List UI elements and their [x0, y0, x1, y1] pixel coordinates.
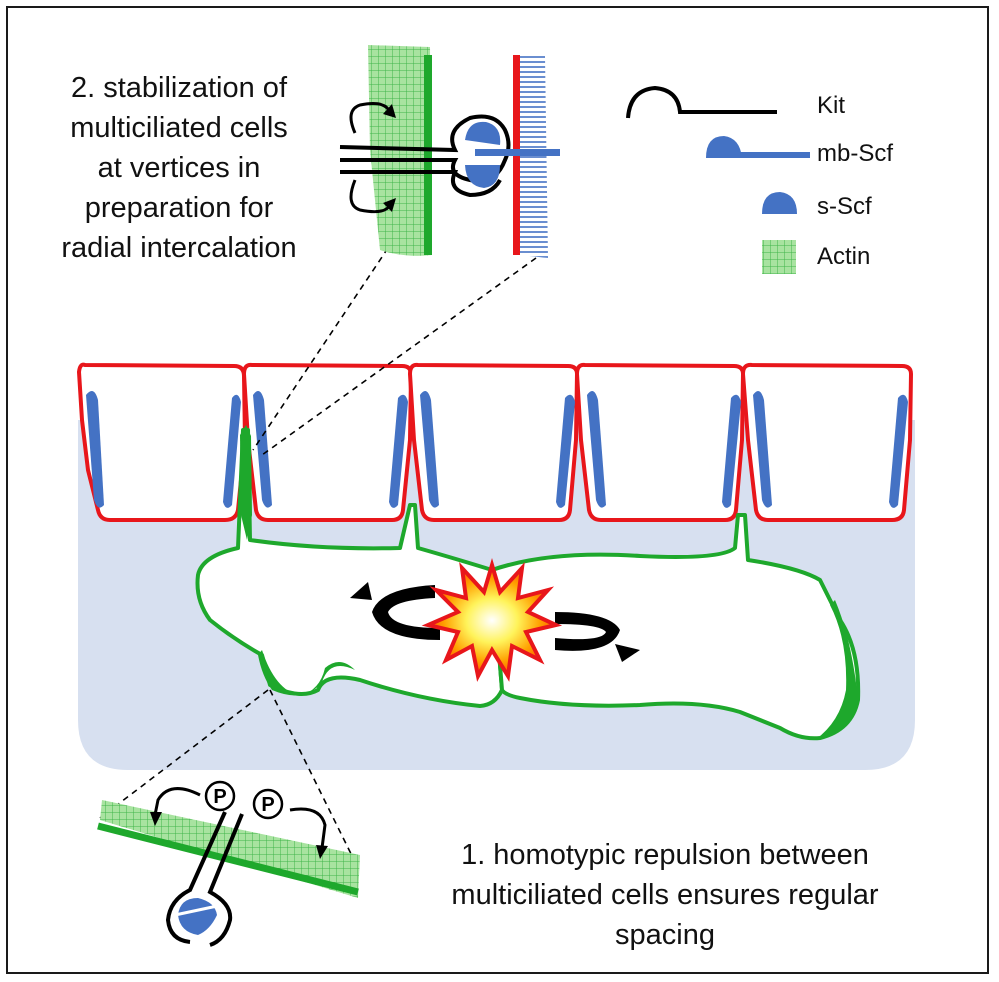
- top-inset: [339, 45, 560, 258]
- epithelial-cell-layer: [77, 362, 913, 522]
- mb-scf-streak: [389, 394, 408, 508]
- legend-glyphs: [626, 85, 810, 274]
- actin-thick-edge: [815, 600, 858, 740]
- curved-arrow-right-icon: [289, 807, 327, 849]
- kit-receptor-top-lower: [340, 170, 502, 198]
- mb-scf-top: [475, 149, 560, 156]
- mb-scf-streak: [889, 394, 908, 508]
- phospho-circle-2: [252, 788, 284, 820]
- actin-thick-edge: [240, 425, 252, 540]
- arrowhead: [150, 812, 162, 826]
- caption-step2-line: multiciliated cells: [70, 112, 288, 144]
- caption-step2: 2. stabilization of multiciliated cells …: [18, 68, 340, 268]
- epithelial-cell: [741, 362, 913, 522]
- repulsion-burst-icon: [421, 557, 563, 682]
- zoom-lines: [99, 247, 537, 869]
- s-scf-top: [465, 121, 501, 145]
- mb-scf-streak: [722, 394, 741, 508]
- mb-scf-streak: [253, 391, 272, 508]
- mb-scf-streak: [556, 394, 575, 508]
- kit-legend-icon: [626, 85, 777, 119]
- mb-scf-streak: [420, 391, 439, 508]
- curved-arrow-up-icon: [349, 102, 392, 134]
- actin-bar-edge: [97, 822, 359, 896]
- arrowhead: [383, 104, 396, 118]
- caption-step2-line: 2. stabilization of: [70, 72, 287, 104]
- arrowhead: [316, 845, 328, 859]
- s-scf-top-lower: [465, 165, 500, 188]
- actin-thickening: [240, 425, 858, 740]
- curved-arrow-left-icon: [153, 787, 201, 816]
- legend-label-kit: Kit: [817, 92, 846, 119]
- arrow-curved-left-icon: [350, 582, 440, 640]
- curved-arrow-down-icon: [349, 179, 392, 214]
- s-scf-legend-icon: [762, 192, 797, 214]
- kit-receptor-bottom-2: [207, 813, 244, 947]
- figure-frame: [6, 6, 989, 974]
- caption-step1-line: multiciliated cells ensures regular: [451, 879, 879, 911]
- caption-step1-line: spacing: [615, 919, 715, 951]
- caption-step2-line: preparation for: [84, 192, 274, 224]
- phospho-label-2: P: [261, 794, 274, 816]
- bottom-inset: P P: [97, 780, 360, 947]
- mb-scf-streaks: [86, 391, 908, 508]
- mb-scf-legend-icon: [706, 136, 742, 158]
- arrowhead: [383, 198, 396, 212]
- mb-scf-streak: [587, 391, 606, 508]
- epithelial-cell: [77, 362, 247, 522]
- legend-label-s-scf: s-Scf: [817, 193, 872, 220]
- actin-legend-icon: [762, 240, 796, 274]
- phospho-circle-1: [204, 780, 236, 812]
- caption-step2-line: at vertices in: [97, 152, 261, 184]
- mb-scf-streak: [753, 391, 772, 508]
- caption-step2-line: radial intercalation: [61, 232, 297, 264]
- kit-receptor-top: [339, 114, 511, 183]
- legend-label-mb-scf: mb-Scf: [817, 140, 894, 167]
- mb-scf-streak: [223, 394, 241, 508]
- mb-scf-streak: [86, 391, 104, 508]
- striped-block-top: [520, 55, 548, 258]
- caption-step1: 1. homotypic repulsion between multicili…: [405, 835, 925, 955]
- mb-scf-legend-bar: [740, 152, 810, 158]
- kit-receptor-bottom-1: [165, 811, 227, 944]
- s-scf-bottom: [178, 898, 217, 935]
- arrow-curved-right-icon: [555, 612, 640, 662]
- caption-step1-line: 1. homotypic repulsion between: [461, 839, 869, 871]
- phospho-label-1: P: [213, 786, 226, 808]
- legend-label-actin: Actin: [817, 243, 871, 270]
- membrane-green-top: [424, 55, 432, 255]
- scf-divider: [174, 903, 223, 917]
